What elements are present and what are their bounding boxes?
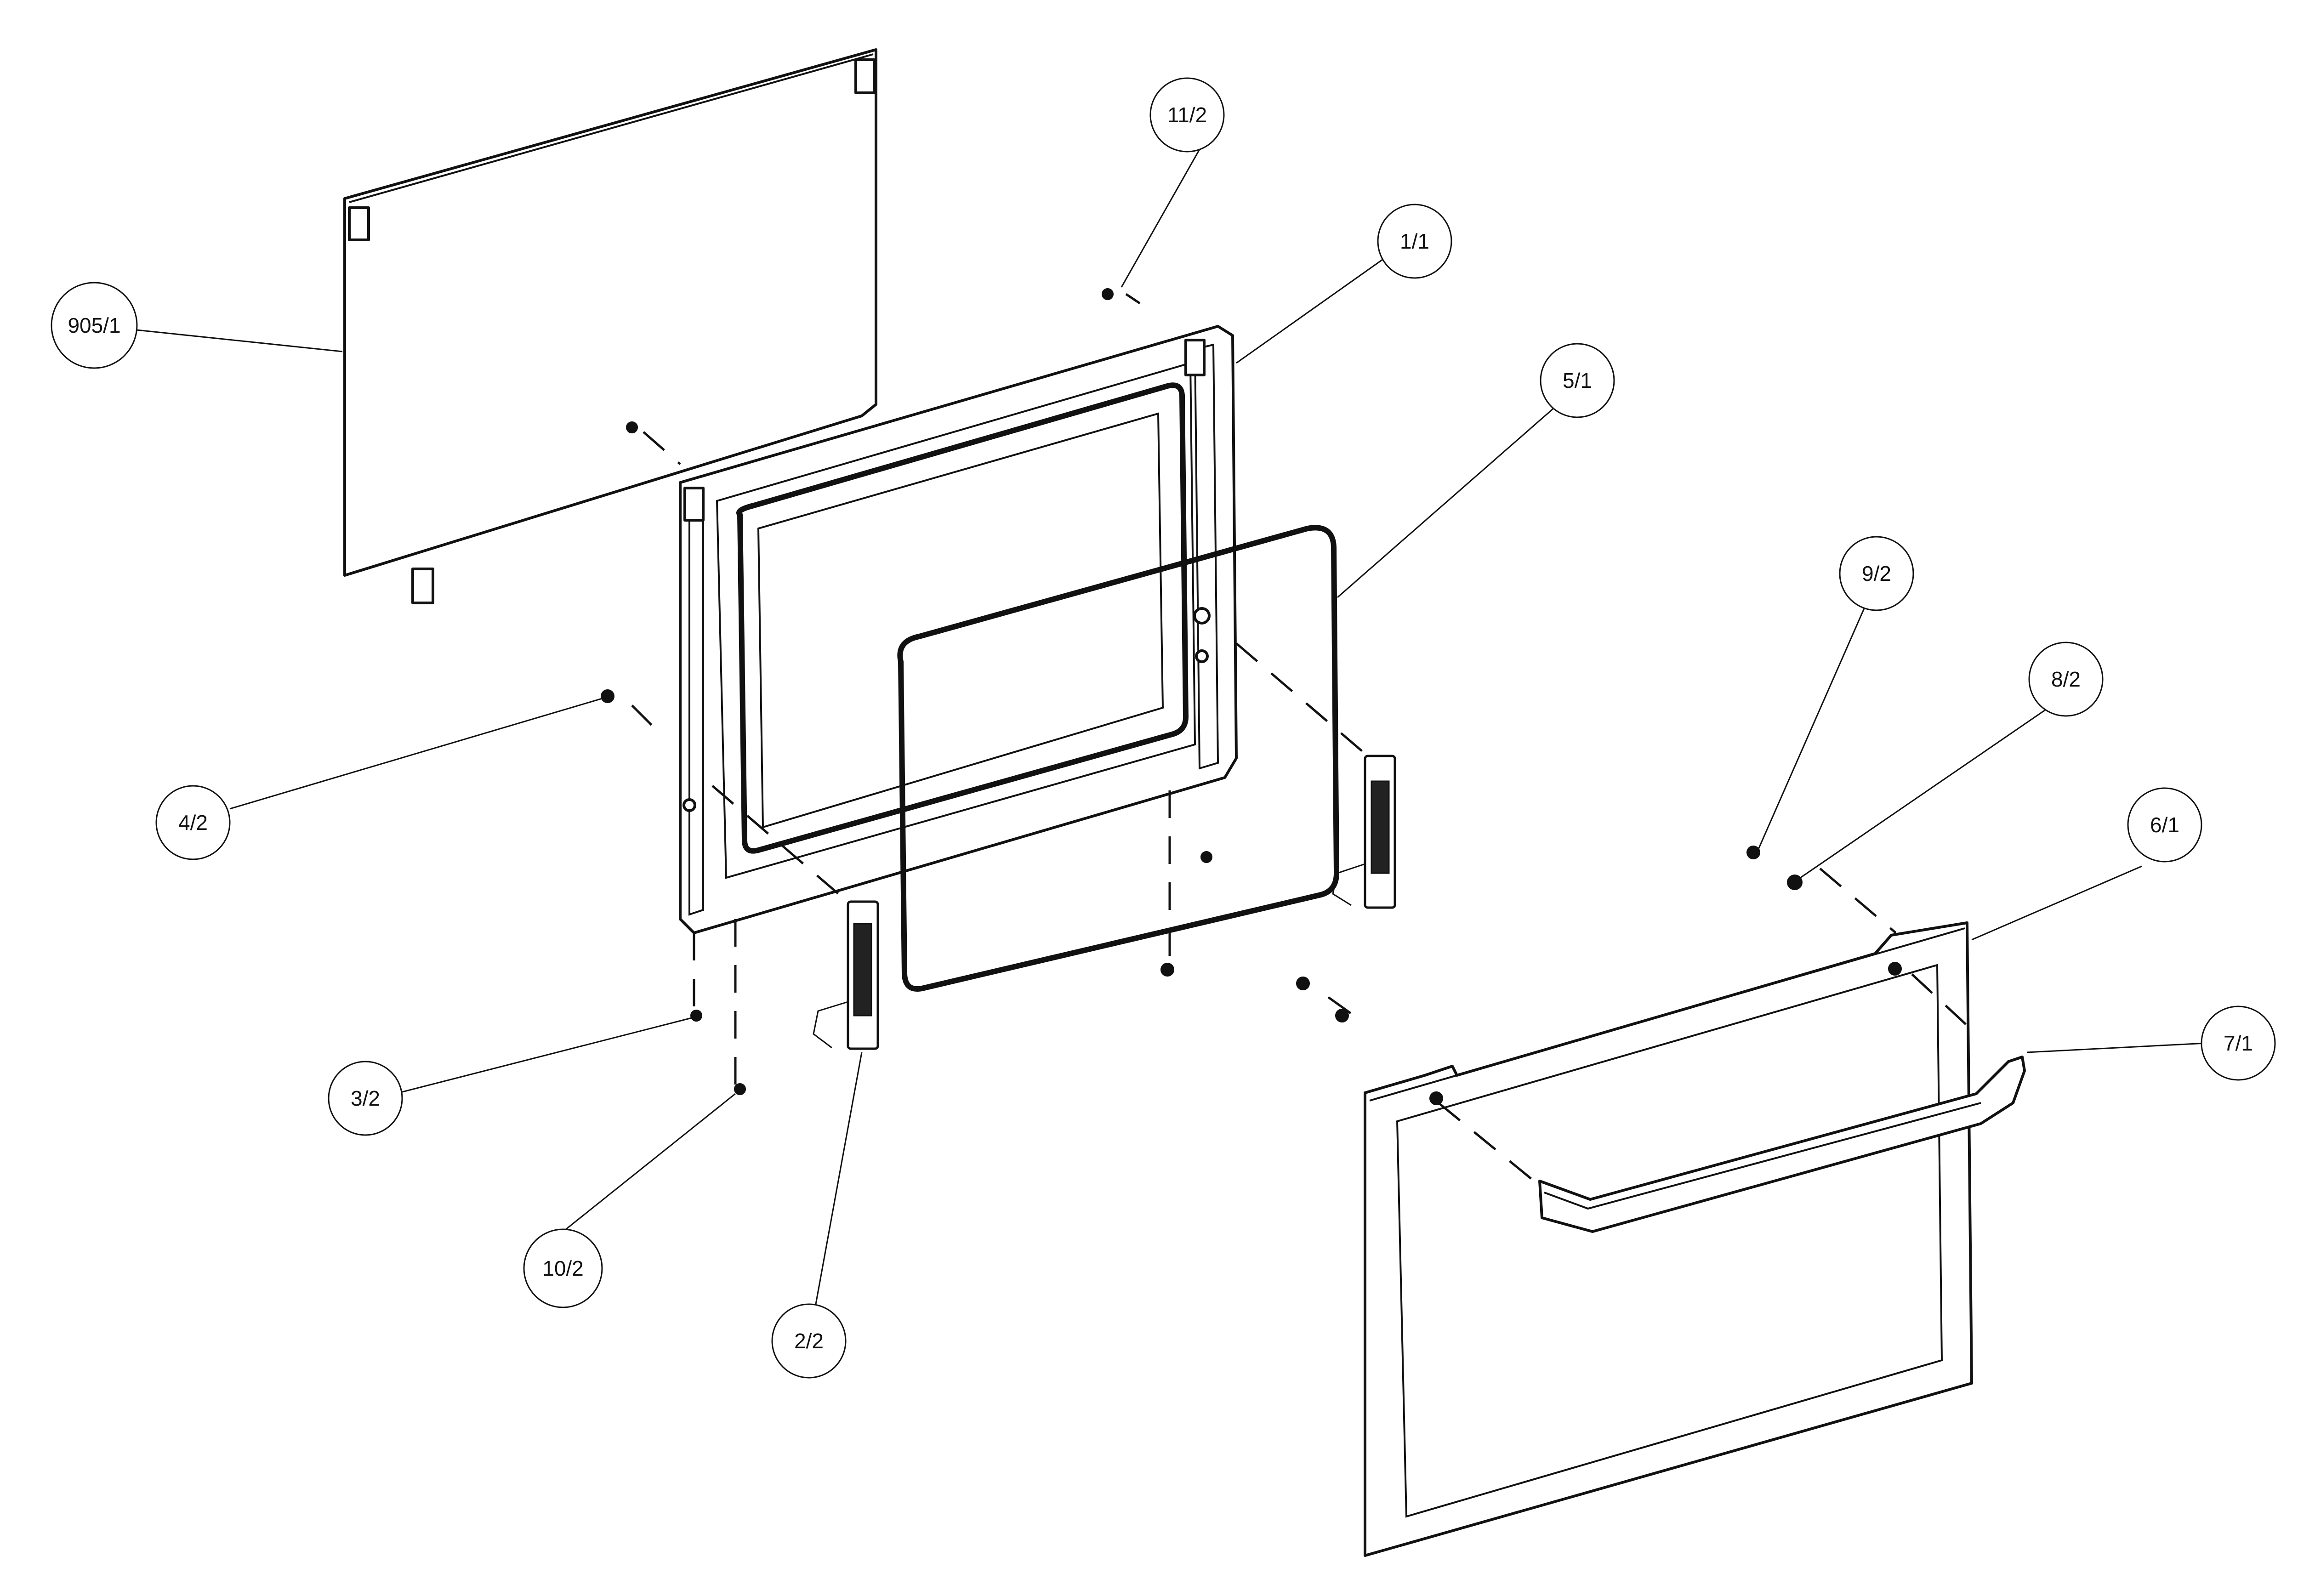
door-handle: [1538, 1056, 2026, 1233]
callout-7: 7/1: [2201, 1005, 2276, 1081]
callout-6: 6/1: [2127, 787, 2202, 863]
assembly-lines: [631, 293, 1977, 1187]
door-gasket: [897, 525, 1339, 992]
callout-10: 10/2: [523, 1228, 603, 1308]
callout-6-label: 6/1: [2150, 813, 2179, 837]
callout-3-label: 3/2: [351, 1086, 380, 1110]
outer-glass-door: [1364, 921, 1973, 1557]
callout-11-label: 11/2: [1167, 103, 1207, 127]
callout-1-label: 1/1: [1400, 229, 1429, 253]
callout-7-label: 7/1: [2224, 1031, 2253, 1055]
callout-905: 905/1: [51, 282, 138, 369]
callout-4: 4/2: [155, 785, 231, 860]
callout-8-label: 8/2: [2051, 667, 2081, 691]
callout-11: 11/2: [1149, 77, 1225, 153]
callout-3: 3/2: [328, 1061, 403, 1136]
back-panel: [343, 48, 877, 604]
callout-5-label: 5/1: [1563, 369, 1592, 392]
callout-8: 8/2: [2028, 642, 2104, 717]
callout-5: 5/1: [1540, 343, 1615, 418]
callout-9: 9/2: [1839, 536, 1914, 611]
callout-4-label: 4/2: [178, 811, 208, 835]
hinge-left: [813, 900, 879, 1050]
inner-door-frame: [679, 325, 1238, 934]
hinge-right: [1332, 755, 1396, 909]
leader-lines: [136, 149, 2207, 1342]
callout-2-label: 2/2: [794, 1329, 824, 1353]
callout-10-label: 10/2: [542, 1256, 584, 1280]
callout-905-label: 905/1: [68, 313, 120, 337]
callout-9-label: 9/2: [1862, 562, 1891, 585]
callout-1: 1/1: [1377, 204, 1452, 279]
callout-2: 2/2: [771, 1303, 847, 1379]
